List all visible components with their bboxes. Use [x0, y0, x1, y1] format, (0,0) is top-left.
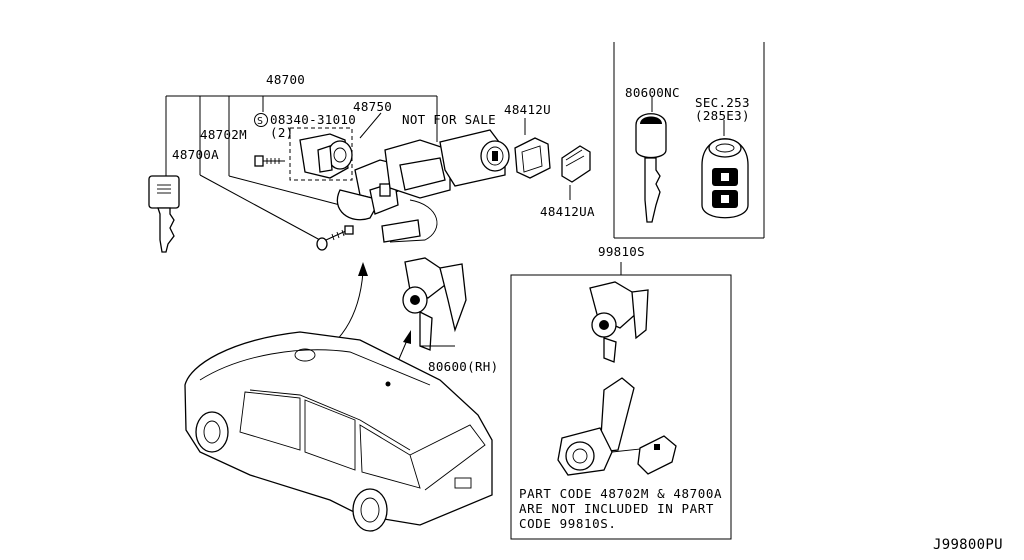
- label-not-for-sale: NOT FOR SALE: [402, 112, 496, 127]
- label-48412u: 48412U: [504, 102, 551, 117]
- note-line-2: ARE NOT INCLUDED IN PART: [519, 501, 714, 516]
- key-box-frame: [613, 42, 765, 239]
- label-sec-253: SEC.253: [695, 95, 750, 110]
- label-08340-31010: 08340-31010: [270, 112, 356, 127]
- key-blank-drawing: [635, 113, 667, 223]
- label-48700: 48700: [266, 72, 305, 87]
- part-labels: 48700 S 08340-31010 (2) 48750 NOT FOR SA…: [172, 72, 1003, 553]
- vehicle-drawing: [184, 331, 493, 532]
- screw-spec-symbol-icon: [254, 113, 268, 127]
- label-48412ua: 48412UA: [540, 204, 595, 219]
- screw-lower-drawing: [316, 225, 354, 251]
- label-285e3: (285E3): [695, 108, 750, 123]
- transponder-key-drawing: [148, 175, 180, 253]
- assembly-leader-lines: [165, 95, 571, 241]
- label-screw-qty: (2): [270, 125, 293, 140]
- label-80600-rh: 80600(RH): [428, 359, 498, 374]
- diagram-code: J99800PU: [933, 537, 1003, 553]
- label-48700a: 48700A: [172, 147, 219, 162]
- kit-note: PART CODE 48702M & 48700A ARE NOT INCLUD…: [519, 486, 722, 531]
- kit-door-cylinder-drawing: [589, 281, 649, 363]
- label-48702m: 48702M: [200, 127, 247, 142]
- label-80600nc: 80600NC: [625, 85, 680, 100]
- note-line-3: CODE 99810S.: [519, 516, 617, 531]
- screw-upper-drawing: [254, 155, 285, 167]
- kit-box-frame: [510, 262, 732, 540]
- key-cover-48412ua-drawing: [561, 145, 591, 183]
- kit-steering-lock-drawing: [557, 377, 677, 476]
- key-cover-48412u-drawing: [514, 137, 551, 179]
- label-48750: 48750: [353, 99, 392, 114]
- note-line-1: PART CODE 48702M & 48700A: [519, 486, 722, 501]
- door-lock-cylinder-drawing: [402, 257, 467, 351]
- screw-spec-symbol-letter: S: [257, 116, 263, 127]
- steering-lock-assembly-drawing: [289, 127, 510, 243]
- intelligent-key-remote-drawing: [701, 138, 749, 219]
- label-99810s: 99810S: [598, 244, 645, 259]
